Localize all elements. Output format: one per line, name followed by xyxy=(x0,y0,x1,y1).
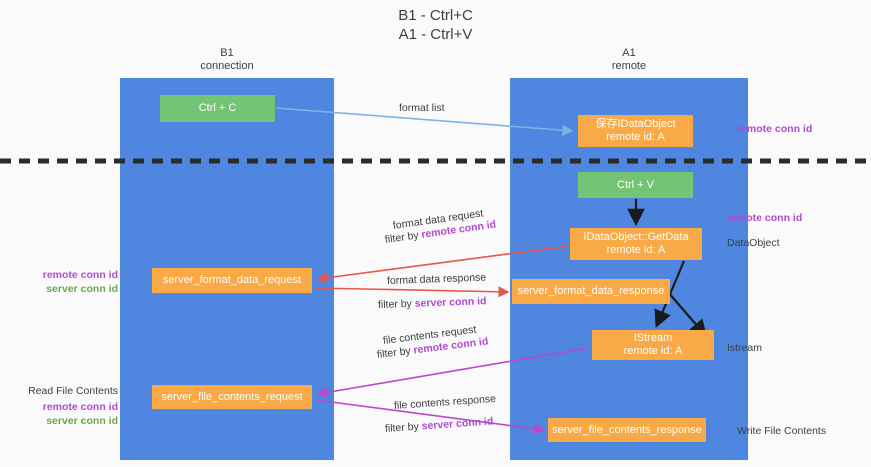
note-read-file-contents: Read File Contents xyxy=(24,384,118,398)
note-istream: Istream xyxy=(727,341,762,355)
edge-label-format-list: format list xyxy=(399,102,445,114)
edge-label-filter-server-conn-id-2: filter by server conn id xyxy=(385,414,494,436)
note-remote-conn-id-mid: remote conn id xyxy=(727,211,802,225)
note-dataobject: DataObject xyxy=(727,236,780,250)
note-remote-conn-id-top: remote conn id xyxy=(737,122,812,136)
diagram-title: B1 - Ctrl+C A1 - Ctrl+V xyxy=(398,7,473,43)
node-idataobject[interactable]: 保存IDataObject remote id: A xyxy=(578,115,693,147)
lane-title-b1: B1 connection xyxy=(200,47,254,72)
edge-label-filter-server-conn-id-1: filter by server conn id xyxy=(378,294,487,312)
edge-label-file-contents-response: file contents response xyxy=(393,392,497,412)
note-text: remote conn id xyxy=(737,123,813,135)
filter-by-text: filter by xyxy=(377,297,415,311)
note-text: DataObject xyxy=(727,237,780,249)
filter-by-text: filter by xyxy=(376,344,415,361)
node-ctrl-c[interactable]: Ctrl + C xyxy=(160,95,275,122)
filter-by-text: filter by xyxy=(384,228,423,246)
note-server-conn-id: server conn id xyxy=(46,415,118,427)
edge-format-data-response xyxy=(315,286,510,298)
node-ctrl-v[interactable]: Ctrl + V xyxy=(578,172,693,198)
note-text: Read File Contents xyxy=(28,385,118,397)
note-server-conn-id: server conn id xyxy=(46,283,118,295)
node-server-format-data-request[interactable]: server_format_data_request xyxy=(152,268,312,293)
server-conn-id-text: server conn id xyxy=(421,415,494,433)
note-conn-ids-1: remote conn id server conn id xyxy=(22,268,118,296)
server-conn-id-text: server conn id xyxy=(414,295,487,310)
node-idataobject-getdata[interactable]: IDataObject::GetData remote id: A xyxy=(570,228,702,260)
note-text: Write File Contents xyxy=(737,425,827,437)
node-istream[interactable]: IStream remote id: A xyxy=(592,330,714,360)
node-server-file-contents-response[interactable]: server_file_contents_response xyxy=(548,418,706,442)
node-server-file-contents-request[interactable]: server_file_contents_request xyxy=(152,385,312,409)
note-remote-conn-id: remote conn id xyxy=(42,401,118,413)
note-remote-conn-id: remote conn id xyxy=(42,269,118,281)
note-text: remote conn id xyxy=(727,212,803,224)
edge-label-format-data-response: format data response xyxy=(386,271,487,287)
node-server-format-data-response[interactable]: server_format_data_response xyxy=(512,279,670,304)
note-write-file-contents: Write File Contents xyxy=(737,424,826,438)
note-text: Istream xyxy=(727,342,763,354)
filter-by-text: filter by xyxy=(384,420,423,435)
note-conn-ids-2: remote conn id server conn id xyxy=(22,400,118,428)
lane-title-a1: A1 remote xyxy=(611,47,647,72)
